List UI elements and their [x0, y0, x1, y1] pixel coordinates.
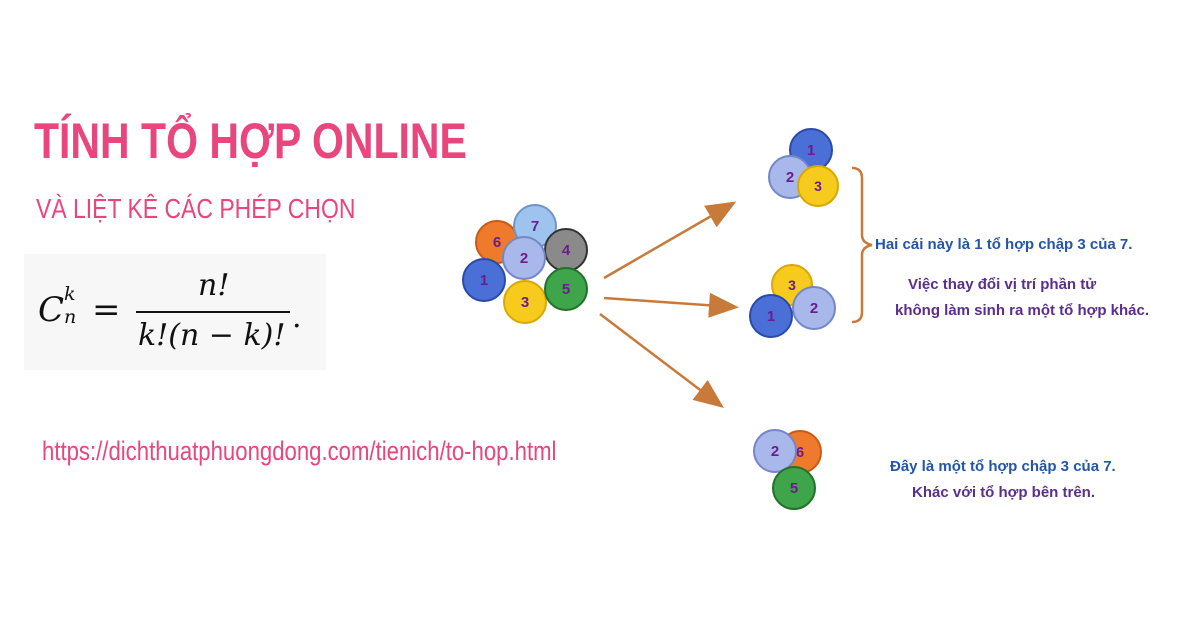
main-cluster-ball-label-5: 5 [562, 281, 570, 298]
main-cluster-ball-3: 3 [503, 280, 547, 324]
main-cluster-ball-5: 5 [544, 267, 588, 311]
formula-numerator: n! [198, 268, 230, 303]
formula-fraction-bar [136, 311, 290, 313]
group-b-ball-2: 2 [792, 286, 836, 330]
main-cluster-ball-2: 2 [502, 236, 546, 280]
group-a-ball-3: 3 [797, 165, 839, 207]
group-c-ball-label-6: 6 [796, 444, 804, 461]
main-cluster-ball-label-1: 1 [480, 272, 488, 289]
arrow-to-group-c [599, 313, 724, 409]
formula-equals: = [92, 290, 121, 330]
page-subtitle: VÀ LIỆT KÊ CÁC PHÉP CHỌN [36, 193, 356, 224]
main-cluster-ball-4: 4 [544, 228, 588, 272]
group-b-ball-label-2: 2 [810, 300, 818, 317]
group-a-ball-label-1: 1 [807, 142, 815, 159]
group-c-ball-label-2: 2 [771, 443, 779, 460]
group-a-ball-label-3: 3 [814, 178, 822, 194]
main-cluster-ball-1: 1 [462, 258, 506, 302]
source-url: https://dichthuatphuongdong.com/tienich/… [42, 436, 557, 466]
group-c-ball-2: 2 [753, 429, 797, 473]
main-cluster-ball-label-2: 2 [520, 250, 528, 267]
group-c-ball-label-5: 5 [790, 480, 798, 497]
group-c-ball-5: 5 [772, 466, 816, 510]
group-b-ball-label-3: 3 [788, 277, 796, 293]
note-same-combination: Hai cái này là 1 tổ hợp chập 3 của 7. [875, 236, 1133, 253]
group-a-ball-label-2: 2 [786, 169, 794, 186]
formula-superscript: k [64, 283, 76, 305]
arrow-to-group-a [603, 201, 737, 280]
note-position-change-line2: không làm sinh ra một tổ hợp khác. [895, 302, 1150, 319]
page-title: TÍNH TỔ HỢP ONLINE [34, 113, 467, 169]
main-cluster-ball-label-6: 6 [493, 234, 501, 251]
arrow-to-group-b [603, 292, 739, 318]
note-another-combination-line2: Khác với tổ hợp bên trên. [912, 484, 1096, 501]
group-b-ball-label-1: 1 [767, 308, 775, 325]
note-another-combination-line1: Đây là một tổ hợp chập 3 của 7. [890, 458, 1116, 475]
main-cluster-ball-label-4: 4 [562, 242, 571, 259]
group-b-ball-1: 1 [749, 294, 793, 338]
main-cluster-ball-label-7: 7 [531, 218, 539, 235]
formula-denominator: k!(n − k)! [138, 318, 286, 353]
formula-subscript: n [64, 306, 77, 328]
formula-period: . [292, 300, 302, 335]
formula-symbol: C [38, 290, 65, 330]
group-bracket [851, 166, 873, 324]
main-cluster-ball-label-3: 3 [521, 294, 529, 311]
note-position-change-line1: Việc thay đổi vị trí phần tử [908, 276, 1097, 293]
